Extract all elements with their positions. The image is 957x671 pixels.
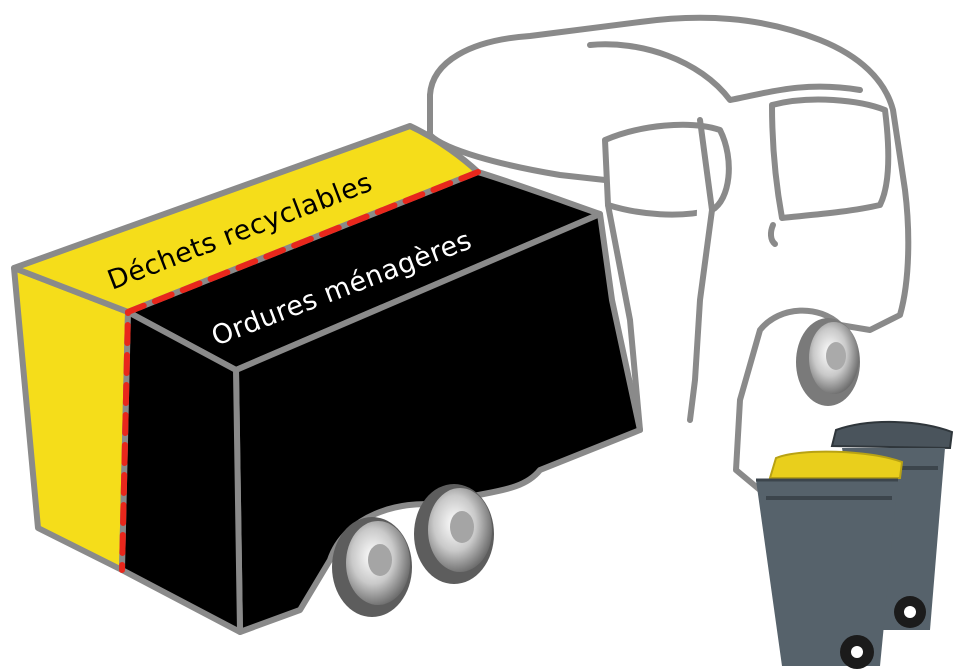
- household-front-face: [122, 312, 240, 632]
- recyclable-front-face: [14, 268, 128, 570]
- wheelie-bin-yellow-lid-icon: [756, 452, 902, 669]
- cab-wheel: [796, 318, 860, 406]
